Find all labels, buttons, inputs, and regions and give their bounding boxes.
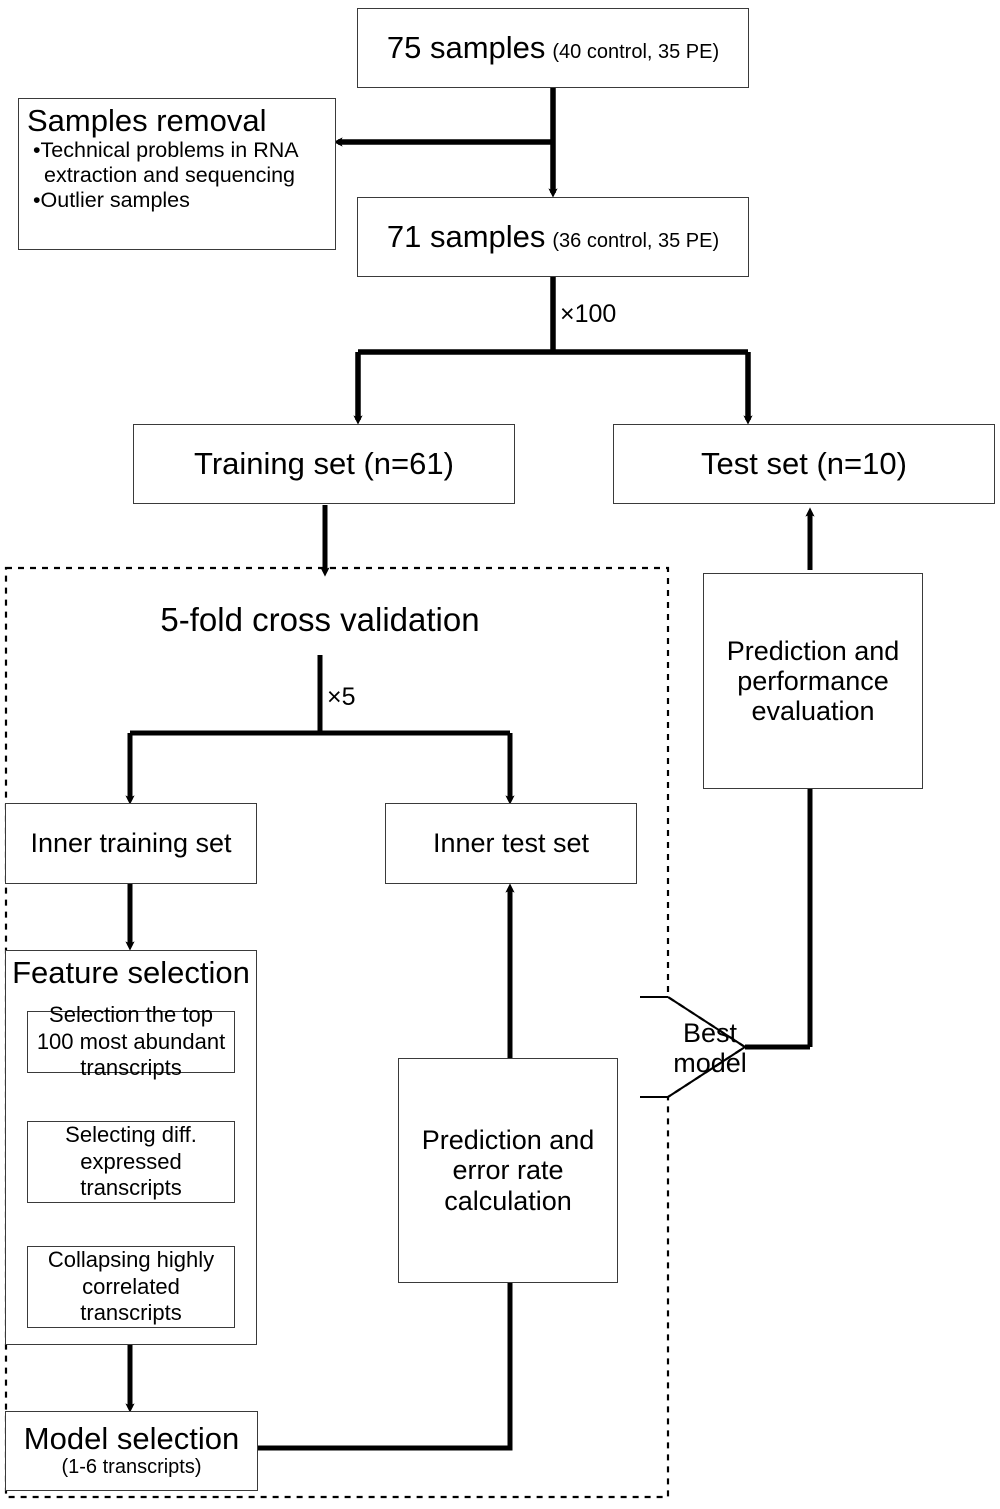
fs-step2-line0: Selecting diff. [65, 1122, 197, 1148]
box-75-samples-main: 75 samples [386, 29, 546, 65]
edge-label-repeat-100: ×100 [560, 300, 617, 329]
removal-bullet-0-cont: extraction and sequencing [44, 162, 296, 187]
box-feature-selection-title: Feature selection [12, 955, 250, 990]
box-samples-removal: Samples removal •Technical problems in R… [18, 98, 336, 250]
pred-perf-line2: evaluation [751, 696, 875, 727]
pred-perf-line1: performance [737, 665, 889, 696]
box-75-samples-detail: (40 control, 35 PE) [552, 40, 720, 63]
box-71-samples: 71 samples (36 control, 35 PE) [357, 197, 749, 277]
fs-step1-line2: transcripts [80, 1055, 182, 1081]
edge-label-repeat-5: ×5 [327, 683, 356, 712]
box-75-samples: 75 samples (40 control, 35 PE) [357, 8, 749, 88]
box-inner-training-set: Inner training set [5, 803, 257, 884]
box-fs-step-collapse-correlated: Collapsing highly correlated transcripts [27, 1246, 235, 1328]
pred-error-line1: error rate [452, 1155, 564, 1186]
fs-step2-line1: expressed [80, 1148, 182, 1174]
box-71-samples-main: 71 samples [386, 218, 546, 254]
label-cross-validation-title: 5-fold cross validation [100, 595, 540, 645]
box-test-set: Test set (n=10) [613, 424, 995, 504]
pred-error-line0: Prediction and [421, 1125, 595, 1156]
box-fs-step-top100: Selection the top 100 most abundant tran… [27, 1002, 235, 1080]
fs-step3-line2: transcripts [80, 1300, 182, 1326]
box-prediction-performance: Prediction and performance evaluation [703, 573, 923, 789]
cv-notch-upper [667, 996, 746, 1048]
fs-step2-line2: transcripts [80, 1175, 182, 1201]
box-samples-removal-title: Samples removal [27, 103, 267, 138]
box-inner-test-set-label: Inner test set [432, 828, 590, 859]
pred-perf-line0: Prediction and [726, 635, 900, 666]
box-test-set-label: Test set (n=10) [701, 445, 907, 481]
pred-error-line2: calculation [444, 1185, 572, 1216]
box-75-samples-text: 75 samples (40 control, 35 PE) [386, 29, 720, 65]
fs-step1-line0: Selection the top [49, 1002, 213, 1028]
box-training-set-label: Training set (n=61) [194, 445, 454, 481]
best-model-line1: model [673, 1048, 747, 1078]
fs-step3-line0: Collapsing highly [47, 1247, 215, 1273]
box-prediction-error-rate: Prediction and error rate calculation [398, 1058, 618, 1283]
removal-bullet-1: •Outlier samples [33, 188, 190, 213]
box-samples-removal-bullets: •Technical problems in RNA extraction an… [19, 138, 331, 214]
box-model-selection: Model selection (1-6 transcripts) [5, 1411, 258, 1491]
fs-step3-line1: correlated [82, 1273, 180, 1299]
box-training-set: Training set (n=61) [133, 424, 515, 504]
best-model-line0: Best [682, 1017, 738, 1048]
box-model-selection-title: Model selection [23, 1421, 240, 1457]
box-71-samples-text: 71 samples (36 control, 35 PE) [386, 218, 720, 254]
fs-step1-line1: 100 most abundant [36, 1028, 226, 1054]
box-fs-step-diff-expressed: Selecting diff. expressed transcripts [27, 1121, 235, 1203]
box-inner-training-set-label: Inner training set [30, 828, 232, 859]
box-71-samples-detail: (36 control, 35 PE) [552, 229, 720, 252]
edge-model-to-pred-error [258, 1283, 513, 1451]
label-best-model: Best model [650, 1012, 770, 1084]
cv-notch-lower [667, 1046, 746, 1098]
cv-title-text: 5-fold cross validation [160, 600, 480, 638]
box-model-selection-detail: (1-6 transcripts) [61, 1455, 202, 1478]
box-inner-test-set: Inner test set [385, 803, 637, 884]
removal-bullet-0: •Technical problems in RNA [33, 137, 299, 162]
